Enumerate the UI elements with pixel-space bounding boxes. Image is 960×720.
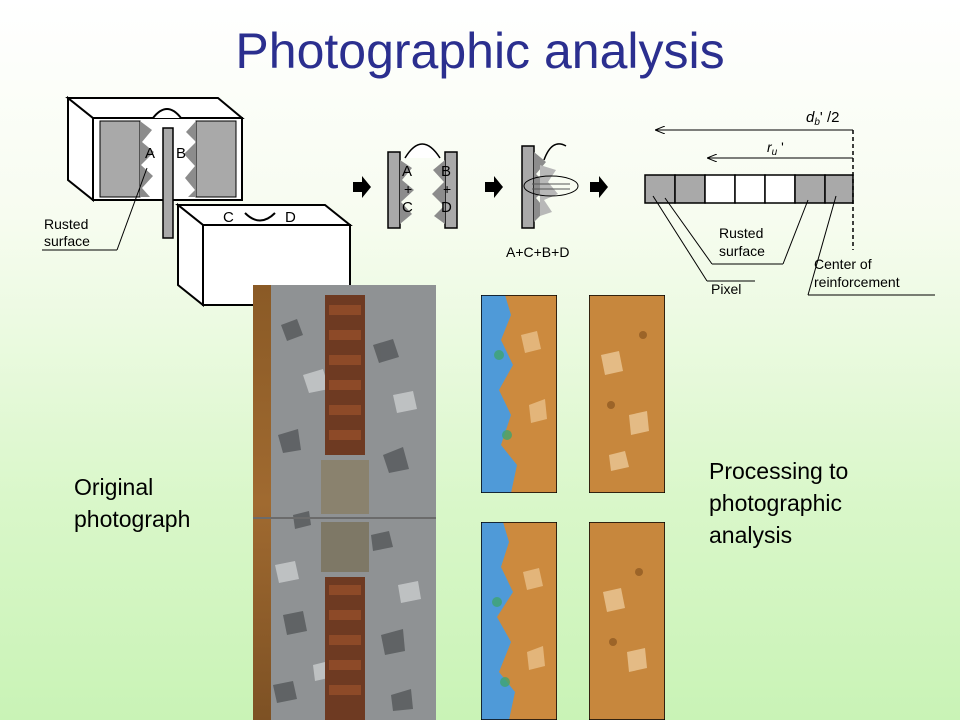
original-caption-line1: Original: [74, 474, 154, 500]
processed-image-top-right: [589, 295, 665, 493]
middle-label-plus-1: +: [404, 181, 412, 197]
arrow-right-icon: [590, 176, 608, 198]
center-label-line2: reinforcement: [814, 274, 900, 290]
strip-rusted-label-line2: surface: [719, 243, 765, 259]
upper-block: A B: [65, 95, 245, 203]
middle-label-b: B: [441, 163, 451, 180]
processing-caption-line3: analysis: [709, 522, 793, 548]
ru-label: ru ': [767, 139, 784, 158]
pixel-strip: [644, 174, 854, 204]
combined-label: A+C+B+D: [506, 244, 569, 260]
original-photograph: [253, 285, 436, 720]
slide-title: Photographic analysis: [235, 23, 725, 79]
processed-image-bottom-right: [589, 522, 665, 720]
strip-callouts: [652, 195, 935, 296]
label-d: D: [285, 209, 296, 226]
middle-label-plus-2: +: [443, 181, 451, 197]
overlapped-section: A+C+B+D: [506, 143, 579, 260]
processing-caption-line2: photographic: [709, 490, 842, 516]
arrow-right-icon: [353, 176, 371, 198]
rusted-surface-callout: Rusted surface: [42, 167, 148, 251]
processing-caption: Processing to photographic analysis: [709, 455, 848, 551]
label-a: A: [145, 145, 155, 162]
reinforcing-bar: [162, 127, 174, 239]
processed-image-top-left: [481, 295, 557, 493]
center-label-line1: Center of: [814, 256, 872, 272]
original-caption-line2: photograph: [74, 506, 191, 532]
rusted-surface-label-line2: surface: [44, 233, 90, 249]
middle-label-c: C: [402, 199, 413, 216]
schematic-diagram: A B C D Rusted surface A + C B + D: [42, 95, 935, 308]
middle-label-a: A: [402, 163, 412, 180]
label-b: B: [176, 145, 186, 162]
processing-caption-line1: Processing to: [709, 458, 849, 484]
db-label: db' /2: [806, 109, 839, 128]
processed-image-bottom-left: [481, 522, 557, 720]
combined-sections: A + C B + D: [387, 143, 458, 229]
label-c: C: [223, 209, 234, 226]
original-photograph-caption: Original photograph: [74, 471, 190, 535]
strip-rusted-label-line1: Rusted: [719, 225, 763, 241]
arrow-right-icon: [485, 176, 503, 198]
middle-label-d: D: [441, 199, 452, 216]
pixel-label: Pixel: [711, 281, 741, 297]
rusted-surface-label-line1: Rusted: [44, 216, 88, 232]
